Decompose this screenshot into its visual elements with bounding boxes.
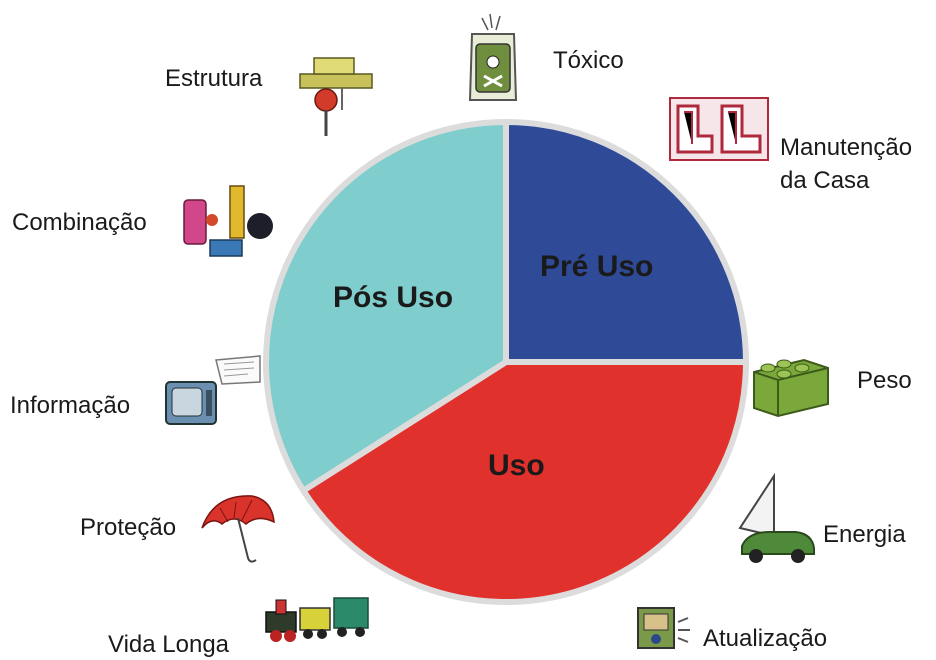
toxic-container-icon — [468, 13, 518, 101]
update-device-icon — [637, 607, 690, 649]
toxico-label: Tóxico — [553, 47, 624, 74]
uso-label: Uso — [488, 449, 545, 482]
peso-label: Peso — [857, 367, 912, 394]
energia-label: Energia — [823, 521, 906, 548]
umbrella-icon — [201, 495, 275, 563]
vida-longa-label: Vida Longa — [108, 631, 230, 658]
toy-train-icon — [265, 597, 369, 642]
protecao-label: Proteção — [80, 514, 177, 541]
informacao-label: Informação — [10, 392, 131, 419]
pos-uso-slice — [263, 119, 509, 494]
manutencao-label-line2: da Casa — [780, 167, 870, 194]
maintenance-house-icon — [669, 97, 769, 161]
estrutura-label: Estrutura — [165, 65, 263, 92]
tv-info-icon — [165, 355, 261, 425]
pre-uso-label: Pré Uso — [540, 250, 654, 283]
pre-uso-slice — [503, 119, 749, 365]
sailing-car-icon — [738, 472, 815, 563]
pos-uso-label: Pós Uso — [333, 281, 454, 314]
atualizacao-label: Atualização — [703, 625, 828, 652]
combination-items-icon — [183, 185, 273, 257]
structure-drill-icon — [299, 57, 373, 136]
combinacao-label: Combinação — [12, 209, 147, 236]
manutencao-label-line1: Manutenção — [780, 134, 913, 161]
lego-brick-icon — [753, 358, 829, 418]
